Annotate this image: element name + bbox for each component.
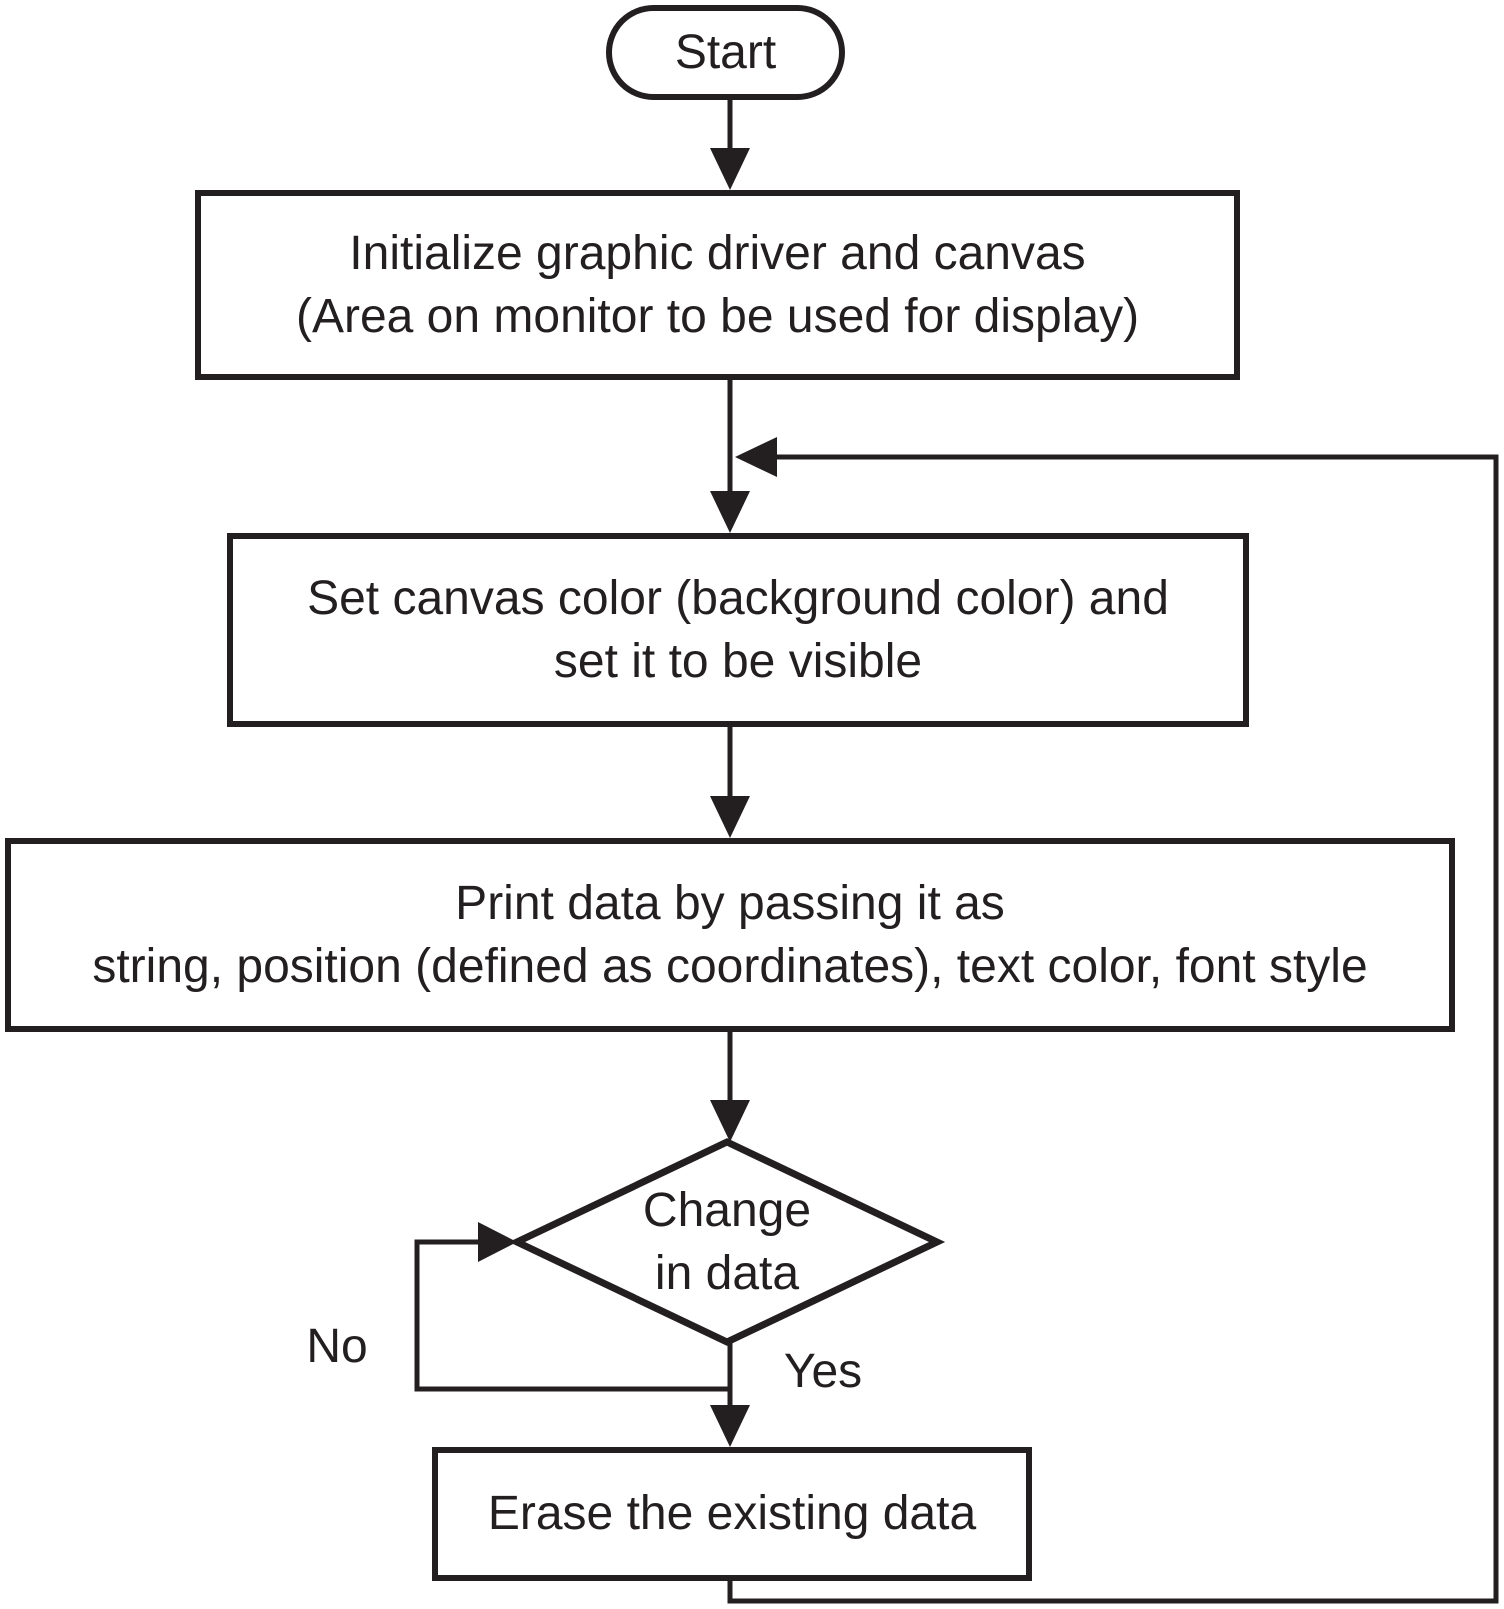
edge-label-yes-text: Yes [783,1344,863,1398]
arrowhead-into-printdata [710,796,750,838]
edge-label-no-text: No [306,1319,368,1373]
edge-no-loop [414,1239,730,1392]
process-set-canvas-label: Set canvas color (background color) and … [307,571,1169,688]
arrowhead-feedback-into-mainline [735,437,777,477]
start-terminator: Start [606,5,845,100]
arrowhead-no-into-decision-left [478,1222,517,1262]
decision-change-in-data: Change in data [527,1142,927,1342]
process-erase-existing-data: Erase the existing data [432,1447,1032,1581]
edge-label-yes: Yes [763,1344,883,1398]
edge-label-no: No [277,1319,397,1373]
process-set-canvas-color: Set canvas color (background color) and … [227,533,1249,727]
start-label: Start [674,25,777,79]
arrowhead-into-erase [710,1405,750,1447]
process-erase-label: Erase the existing data [487,1487,977,1541]
decision-diamond-shape [508,1138,946,1346]
process-initialize-label: Initialize graphic driver and canvas (Ar… [295,226,1140,343]
arrowhead-into-setcanvas [710,491,750,533]
process-initialize-graphic-driver: Initialize graphic driver and canvas (Ar… [195,190,1240,380]
process-print-data-label: Print data by passing it as string, posi… [92,876,1368,993]
arrowhead-into-decision-top [710,1100,750,1142]
edge-erase-feedback-loop [727,454,1499,1604]
arrowhead-into-initialize [710,148,750,190]
process-print-data: Print data by passing it as string, posi… [5,838,1455,1032]
decision-change-label: Change in data [642,1183,812,1300]
